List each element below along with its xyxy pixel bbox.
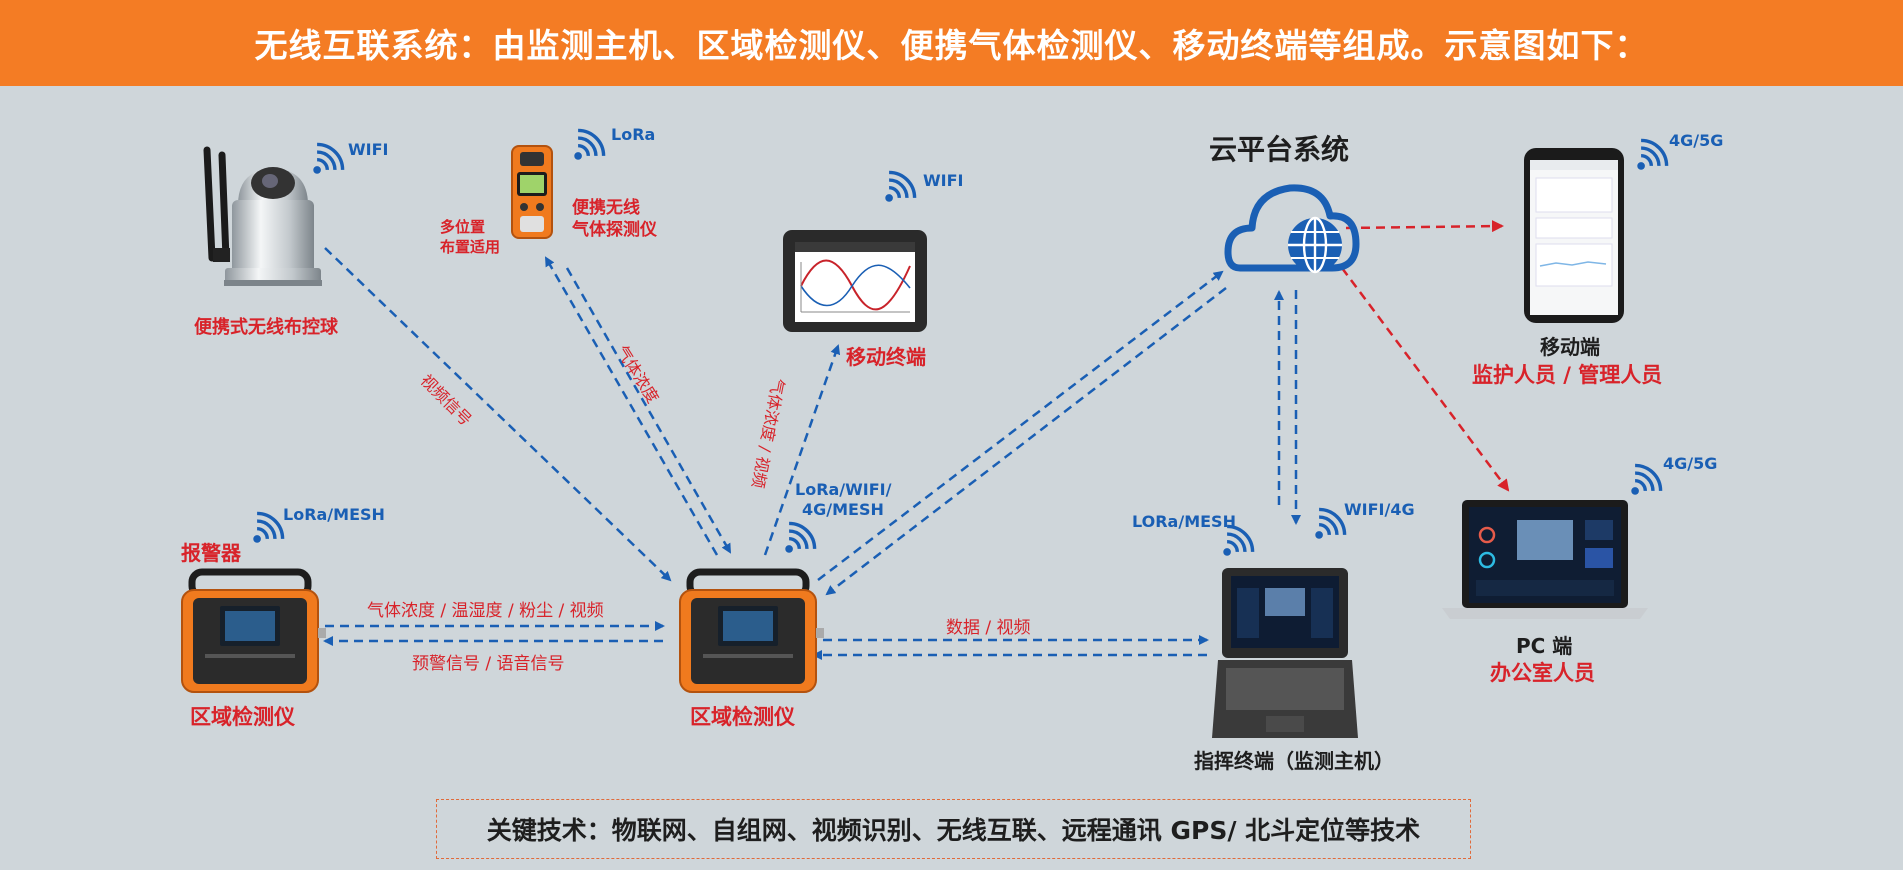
wifi-icon-tablet <box>884 170 917 203</box>
cloud-platform-label: 云平台系统 <box>1209 133 1350 166</box>
link-center-tablet <box>763 344 841 556</box>
banner-title: 无线互联系统：由监测主机、区域检测仪、便携气体检测仪、移动终端等组成。示意图如下… <box>254 26 1649 65</box>
wifi-icon-portable <box>573 128 606 161</box>
tablet-name: 移动终端 <box>846 345 926 369</box>
link-ball-center <box>324 247 672 582</box>
link-label-alarm-top: 气体浓度 / 温湿度 / 粉尘 / 视频 <box>367 601 604 621</box>
phone-users: 监护人员 / 管理人员 <box>1472 363 1663 387</box>
link-portable-center <box>565 267 732 554</box>
tablet-wireless-label: WIFI <box>923 171 964 190</box>
link-center-cloud <box>817 270 1224 581</box>
center-detector-device <box>679 568 824 693</box>
wifi-icon-host-right <box>1314 507 1347 540</box>
tablet-device <box>783 230 927 332</box>
portable-note-line1: 多位置 <box>440 218 486 236</box>
pc-name: PC 端 <box>1516 634 1573 658</box>
wifi-icon-phone <box>1636 138 1669 171</box>
portable-name-line2: 气体探测仪 <box>572 220 657 240</box>
key-tech-text: 关键技术：物联网、自组网、视频识别、无线互联、远程通讯 GPS/ 北斗定位等技术 <box>486 816 1421 845</box>
portable-name-line1: 便携无线 <box>572 198 640 218</box>
link-cloud-center <box>825 287 1227 596</box>
phone-wireless-label: 4G/5G <box>1669 131 1724 150</box>
key-tech-box: 关键技术：物联网、自组网、视频识别、无线互联、远程通讯 GPS/ 北斗定位等技术 <box>436 799 1471 859</box>
host-wireless-right: WIFI/4G <box>1344 500 1415 519</box>
center-wireless-line2: 4G/MESH <box>802 500 884 519</box>
alarm-detector-device <box>181 568 326 693</box>
center-detector-name: 区域检测仪 <box>690 705 795 729</box>
control-ball-device <box>203 146 322 286</box>
link-label-alarm-bottom: 预警信号 / 语音信号 <box>412 654 565 674</box>
host-terminal-device <box>1212 568 1358 738</box>
wifi-icon-pc <box>1630 463 1663 496</box>
link-label-data-video: 数据 / 视频 <box>946 618 1031 638</box>
pc-laptop-device <box>1442 500 1648 619</box>
center-wireless-line1: LoRa/WIFI/ <box>795 480 892 499</box>
wifi-icon-ball <box>312 142 345 175</box>
portable-wireless-label: LoRa <box>611 125 656 144</box>
link-cloud-phone <box>1345 220 1504 233</box>
pc-users: 办公室人员 <box>1490 661 1595 685</box>
host-wireless-left: LORa/MESH <box>1132 512 1236 531</box>
portable-note-line2: 布置适用 <box>440 238 501 256</box>
cloud-platform-icon <box>1224 184 1360 274</box>
ball-wireless-label: WIFI <box>348 140 389 159</box>
banner: 无线互联系统：由监测主机、区域检测仪、便携气体检测仪、移动终端等组成。示意图如下… <box>0 0 1903 86</box>
portable-detector-device <box>511 145 553 239</box>
link-center-portable <box>544 256 719 556</box>
ball-name: 便携式无线布控球 <box>194 317 338 338</box>
wifi-icon-alarm <box>252 511 285 544</box>
pc-wireless-label: 4G/5G <box>1663 454 1718 473</box>
alarm-detector-name: 区域检测仪 <box>190 705 295 729</box>
alarm-tag: 报警器 <box>181 541 241 565</box>
wifi-icon-center <box>784 521 817 554</box>
phone-device <box>1524 148 1624 323</box>
phone-name: 移动端 <box>1540 335 1600 359</box>
host-name: 指挥终端（监测主机） <box>1194 749 1394 773</box>
link-cloud-pc <box>1340 267 1510 492</box>
alarm-wireless-label: LoRa/MESH <box>283 505 385 524</box>
